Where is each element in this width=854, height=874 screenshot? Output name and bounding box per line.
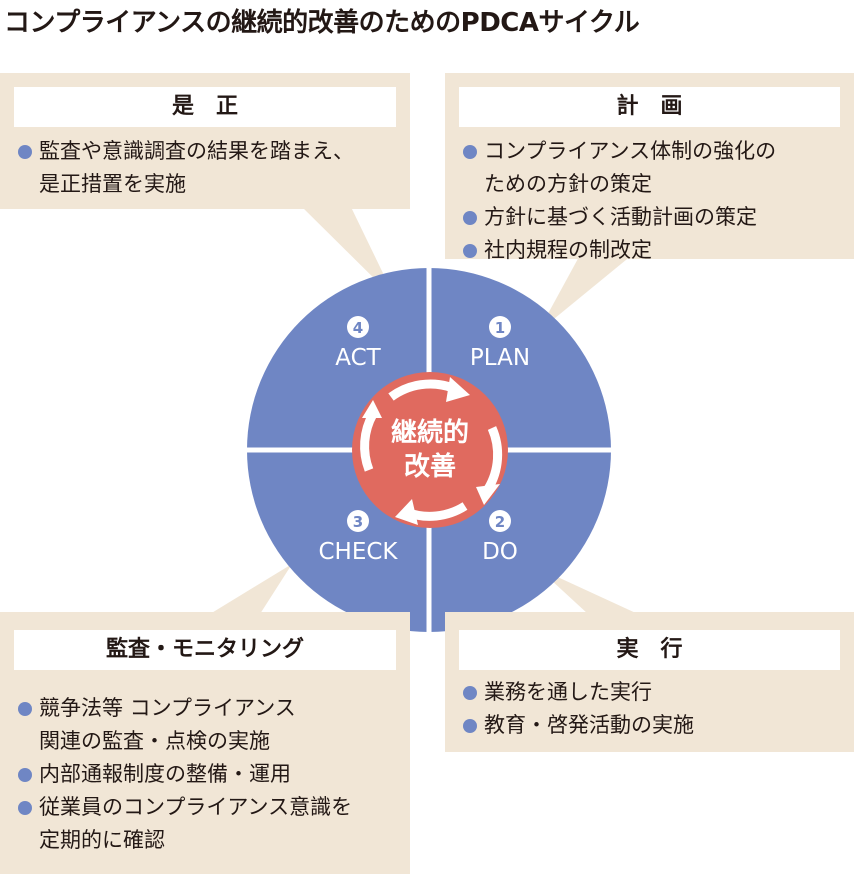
list-item: 監査や意識調査の結果を踏まえ、 是正措置を実施 xyxy=(16,135,354,201)
center-circle xyxy=(352,372,508,528)
cycle-arrowheads xyxy=(362,377,500,525)
list-item-text: コンプライアンス体制の強化の xyxy=(484,139,777,163)
plan-box-heading: 計 画 xyxy=(459,87,840,127)
plan-label: PLAN xyxy=(470,345,530,371)
check-number-badge xyxy=(347,510,369,532)
list-item: 業務を通した実行 xyxy=(461,676,694,709)
plan-number: 1 xyxy=(495,319,505,337)
do-box-heading: 実 行 xyxy=(459,630,840,670)
do-label: DO xyxy=(482,539,518,565)
list-item-text: 内部通報制度の整備・運用 xyxy=(39,762,291,786)
list-item-text-cont: ための方針の策定 xyxy=(484,172,652,196)
list-item-text: 方針に基づく活動計画の策定 xyxy=(484,205,757,229)
list-item-text: 競争法等 コンプライアンス xyxy=(39,696,296,720)
list-item: コンプライアンス体制の強化の ための方針の策定 xyxy=(461,135,776,201)
list-item-text: 業務を通した実行 xyxy=(484,680,652,704)
list-item-text: 従業員のコンプライアンス意識を xyxy=(39,795,353,819)
check-box-heading: 監査・モニタリング xyxy=(14,630,396,670)
page-title: コンプライアンスの継続的改善のためのPDCAサイクル xyxy=(4,8,640,38)
list-item: 内部通報制度の整備・運用 xyxy=(16,758,352,791)
center-label-line2: 改善 xyxy=(404,451,456,482)
act-box-list: 監査や意識調査の結果を踏まえ、 是正措置を実施 xyxy=(16,135,354,201)
list-item: 競争法等 コンプライアンス 関連の監査・点検の実施 xyxy=(16,692,352,758)
list-item: 従業員のコンプライアンス意識を 定期的に確認 xyxy=(16,791,352,857)
cycle-arrows-icon xyxy=(360,379,503,521)
check-callout-pointer xyxy=(210,564,292,614)
act-number: 4 xyxy=(353,319,363,337)
list-item-text: 監査や意識調査の結果を踏まえ、 xyxy=(39,139,354,163)
plan-box-list: コンプライアンス体制の強化の ための方針の策定 方針に基づく活動計画の策定 社内… xyxy=(461,135,776,267)
list-item: 教育・啓発活動の実施 xyxy=(461,709,694,742)
do-callout-pointer xyxy=(538,568,638,614)
list-item-text: 教育・啓発活動の実施 xyxy=(484,713,694,737)
list-item: 方針に基づく活動計画の策定 xyxy=(461,201,776,234)
list-item-text-cont: 定期的に確認 xyxy=(39,828,165,852)
do-number: 2 xyxy=(495,513,505,531)
act-box: 是 正 監査や意識調査の結果を踏まえ、 是正措置を実施 xyxy=(0,73,410,209)
center-label-line1: 継続的 xyxy=(391,417,469,448)
do-number-badge xyxy=(489,510,511,532)
list-item-text: 社内規程の制改定 xyxy=(484,238,652,262)
do-box-list: 業務を通した実行 教育・啓発活動の実施 xyxy=(461,676,694,742)
act-box-heading: 是 正 xyxy=(14,87,396,127)
plan-box: 計 画 コンプライアンス体制の強化の ための方針の策定 方針に基づく活動計画の策… xyxy=(445,73,854,262)
list-item: 社内規程の制改定 xyxy=(461,234,776,267)
do-box: 実 行 業務を通した実行 教育・啓発活動の実施 xyxy=(445,612,854,752)
check-number: 3 xyxy=(353,513,363,531)
check-box-list: 競争法等 コンプライアンス 関連の監査・点検の実施 内部通報制度の整備・運用 従… xyxy=(16,692,352,857)
act-label: ACT xyxy=(335,345,381,371)
list-item-text-cont: 是正措置を実施 xyxy=(39,172,186,196)
plan-number-badge xyxy=(489,316,511,338)
list-item-text-cont: 関連の監査・点検の実施 xyxy=(39,729,270,753)
check-box: 監査・モニタリング 競争法等 コンプライアンス 関連の監査・点検の実施 内部通報… xyxy=(0,612,410,874)
check-label: CHECK xyxy=(318,539,398,565)
plan-callout-pointer xyxy=(538,255,632,332)
act-callout-pointer xyxy=(300,205,396,300)
act-number-badge xyxy=(347,316,369,338)
